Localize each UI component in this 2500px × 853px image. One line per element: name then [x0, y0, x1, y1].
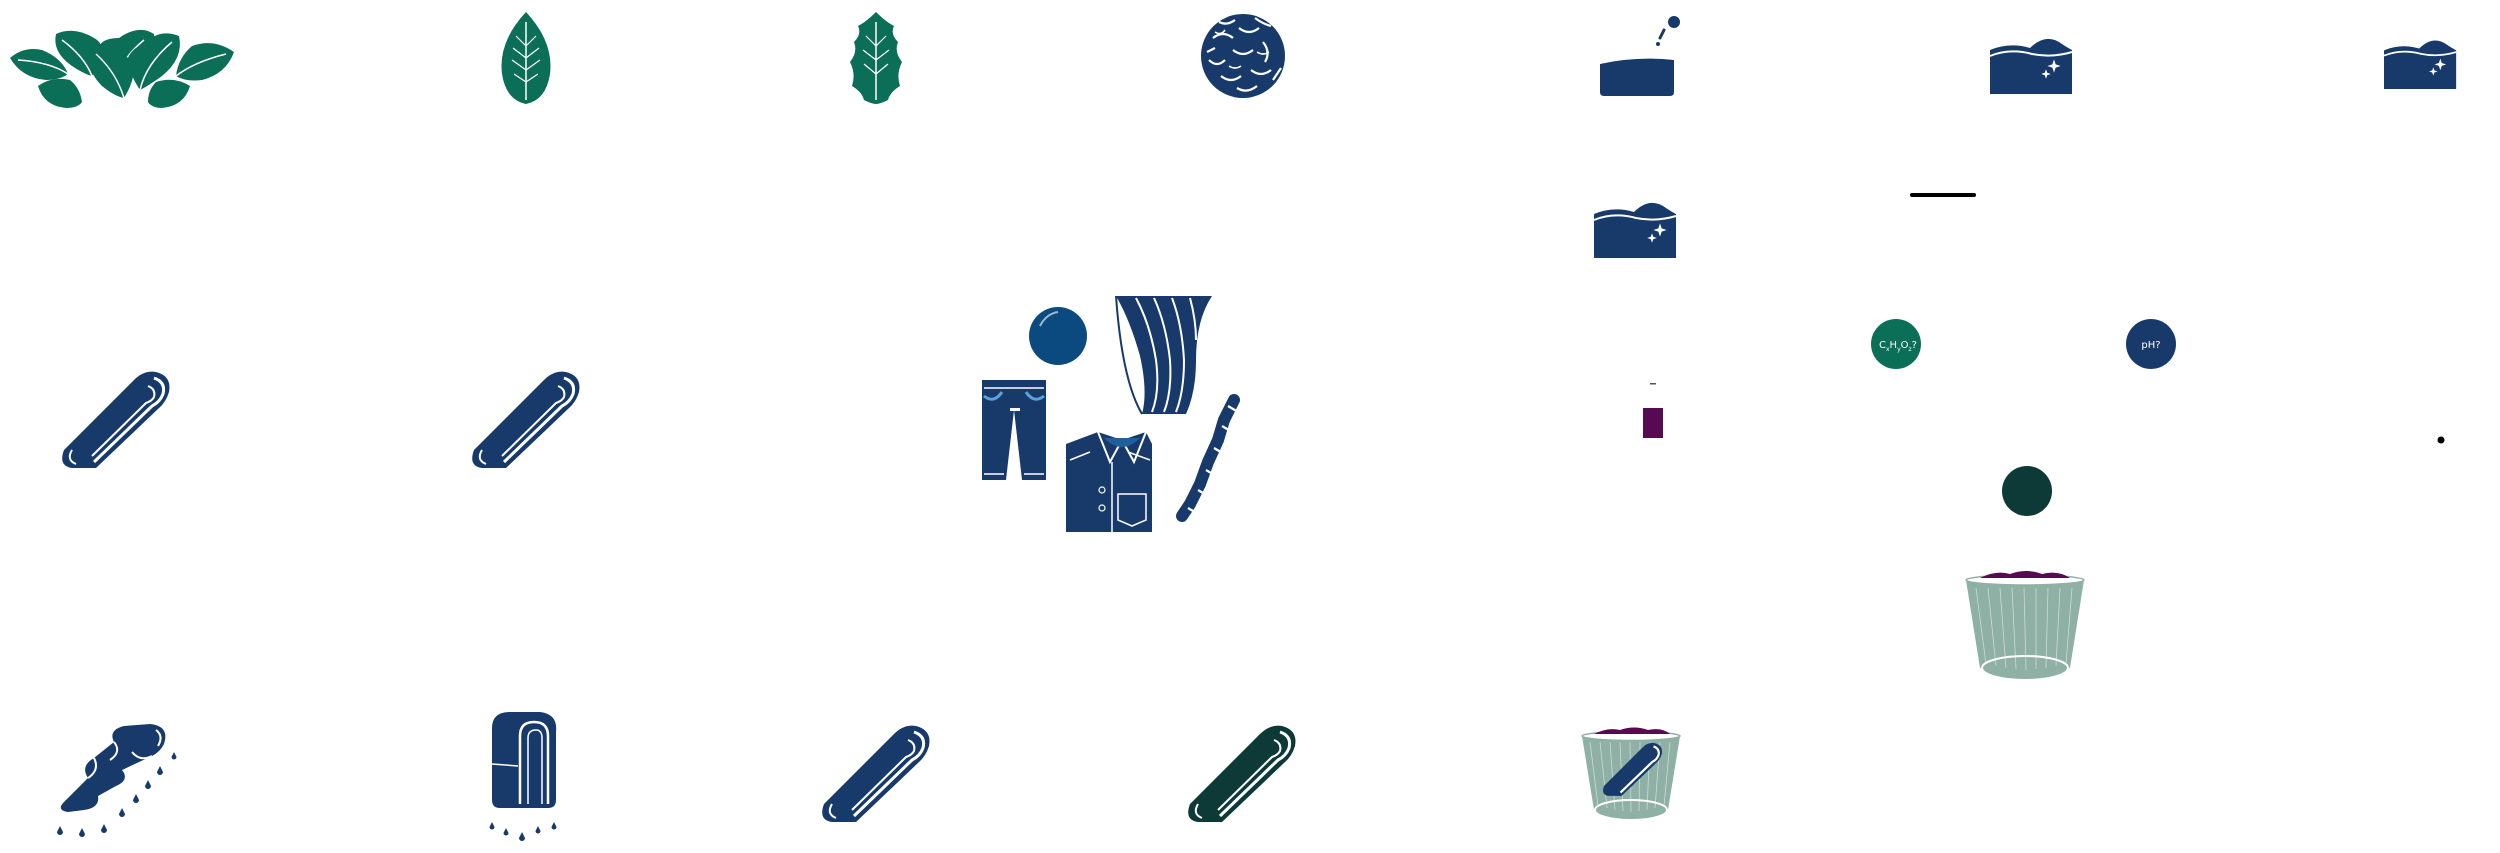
- dot-icon: [2437, 436, 2445, 444]
- formula-c: C: [1879, 340, 1886, 351]
- vat-sparkle-icon: [1989, 37, 2073, 95]
- jeans-icon: [982, 380, 1046, 480]
- rolled-cloth-icon-3: [820, 724, 931, 824]
- twisted-cloth-dripping-icon: [57, 724, 177, 837]
- svg-text:CxHyOz?: CxHyOz?: [1879, 340, 1917, 353]
- formula-o: O: [1901, 340, 1909, 351]
- formula-sub-z: z: [1909, 346, 1912, 353]
- formula-q: ?: [1912, 340, 1917, 351]
- draped-fabric-icon: [1115, 295, 1212, 415]
- vat-sparkle-icon-row2: [1593, 201, 1677, 259]
- basket-with-cloth-icon: [1581, 727, 1681, 821]
- rolled-cloth-icon-2: [470, 370, 581, 470]
- single-leaf-icon: [501, 12, 551, 104]
- shirt-icon: [1066, 431, 1152, 532]
- textile-products-icon: [982, 295, 1240, 532]
- ph-label: pH?: [2141, 340, 2160, 351]
- vat-sparkle-small-icon: [2383, 39, 2458, 90]
- rolled-cloth-icon: [60, 370, 171, 470]
- dye-ball-icon: [1201, 14, 1285, 98]
- minus-line-icon: [1910, 193, 1976, 197]
- ph-bubble-icon: pH?: [2126, 319, 2176, 369]
- cloth-ball-icon: [1029, 307, 1087, 365]
- hanging-cloth-dripping-icon: [489, 712, 557, 841]
- dark-green-cloth-icon: [1188, 725, 1296, 822]
- vat-with-drop-icon: [1600, 16, 1680, 96]
- purple-swatch-icon: [1643, 383, 1663, 438]
- purple-basket-icon: [1965, 571, 2085, 681]
- formula-bubble-icon: CxHyOz?: [1871, 319, 1921, 369]
- formula-h: H: [1890, 340, 1898, 351]
- formula-sub-x: x: [1886, 346, 1890, 353]
- plant-leaves-icon: [10, 29, 234, 108]
- wavy-leaf-icon: [850, 12, 902, 104]
- dark-green-ball-icon: [2002, 466, 2052, 516]
- formula-sub-y: y: [1897, 346, 1901, 353]
- rope-icon: [1176, 394, 1240, 522]
